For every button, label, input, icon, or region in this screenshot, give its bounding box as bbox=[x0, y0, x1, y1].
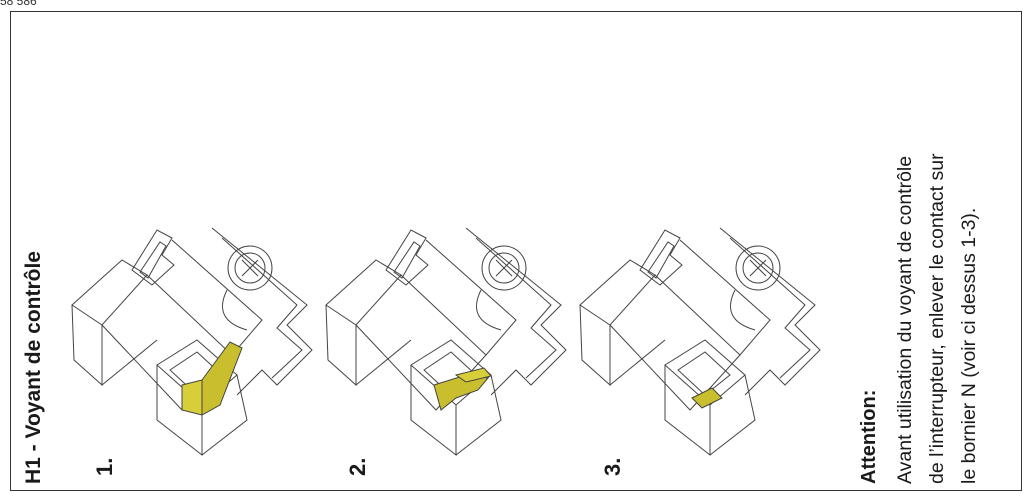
page-title: H1 - Voyant de contrôle bbox=[22, 251, 45, 484]
note-line-3: le bornier N (voir ci dessus 1-3). bbox=[958, 207, 980, 484]
step-2-number: 2. bbox=[345, 457, 370, 476]
document-code: 58 586 bbox=[0, 0, 37, 8]
note-line-1: Avant utilisation du voyant de contrôle bbox=[894, 155, 916, 484]
step-2-illustration bbox=[325, 227, 567, 457]
instruction-panel bbox=[10, 11, 1022, 491]
note-heading: Attention: bbox=[858, 389, 880, 484]
note-line-2: de l’interrupteur, enlever le contact su… bbox=[926, 153, 948, 484]
step-1-illustration bbox=[71, 227, 313, 457]
step-1-number: 1. bbox=[92, 457, 117, 476]
step-3-number: 3. bbox=[600, 457, 625, 476]
step-3-illustration bbox=[579, 227, 821, 457]
